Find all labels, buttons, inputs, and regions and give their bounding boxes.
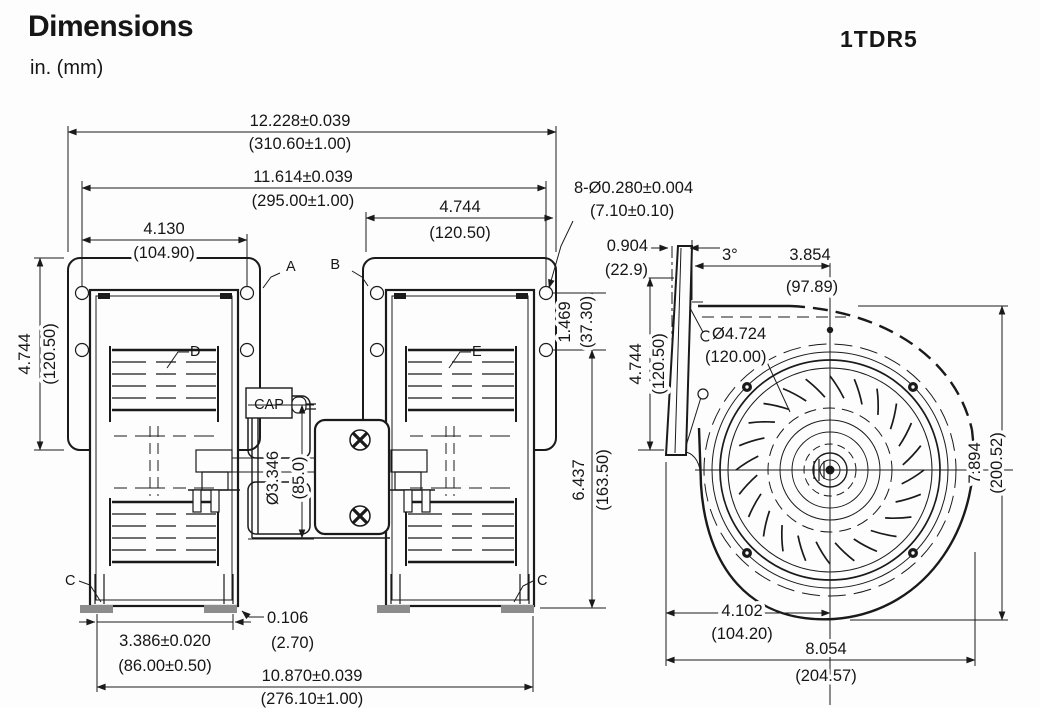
dim-center-from-left-mm: (104.20) bbox=[711, 625, 772, 643]
blower-housing-left bbox=[88, 288, 240, 608]
side-flange bbox=[664, 245, 712, 456]
side-dimension-texts: 0.904 (22.9) 3° 3.854 (97.89) Ø4.724 (12… bbox=[601, 234, 1009, 689]
motor-assembly: CAP bbox=[188, 387, 435, 539]
dim-foot-thickness-in: 0.106 bbox=[267, 609, 308, 627]
dim-overall-height-mm: (200.52) bbox=[988, 432, 1006, 493]
mounting-feet bbox=[80, 574, 534, 613]
callout-c-right: C bbox=[537, 573, 547, 589]
dim-overall-width-mm: (310.60±1.00) bbox=[249, 135, 352, 153]
dim-side-overall-width-mm: (204.57) bbox=[795, 667, 856, 685]
dim-inlet-diameter-mm: (120.00) bbox=[705, 348, 766, 366]
callout-a: A bbox=[286, 259, 296, 275]
dim-left-hole-width-in: 4.130 bbox=[143, 220, 184, 238]
page-title: Dimensions bbox=[28, 10, 194, 43]
dim-flange-angle: 3° bbox=[722, 246, 738, 264]
dim-flange-height-mm: (120.50) bbox=[41, 323, 59, 384]
dim-mounting-holes-mm: (7.10±0.10) bbox=[590, 202, 674, 220]
scroll-housing bbox=[685, 304, 975, 621]
inlet-ring-screws bbox=[742, 382, 918, 558]
screw-top bbox=[349, 429, 371, 451]
dim-foot-width-in: 3.386±0.020 bbox=[119, 632, 211, 650]
front-view: CAP bbox=[13, 109, 697, 708]
mounting-hole-circles bbox=[74, 285, 554, 358]
dim-foot-span-in: 10.870±0.039 bbox=[262, 667, 363, 685]
dim-side-overall-width-in: 8.054 bbox=[805, 640, 846, 658]
foot-thickness-leader bbox=[241, 610, 264, 620]
blower-housing-right bbox=[384, 288, 536, 608]
front-dimension-texts: 12.228±0.039 (310.60±1.00) 11.614±0.039 … bbox=[13, 109, 697, 708]
shaft-spline-marks bbox=[813, 459, 825, 481]
dim-hole-span-in: 11.614±0.039 bbox=[253, 168, 353, 186]
inlet-and-wheel bbox=[703, 343, 957, 597]
dim-center-from-flange-in: 3.854 bbox=[789, 246, 830, 264]
shaft-hub-left bbox=[188, 449, 240, 513]
screw-bottom bbox=[349, 505, 371, 527]
units-note: in. (mm) bbox=[30, 57, 104, 79]
dim-side-flange-height-in: 4.744 bbox=[627, 343, 645, 384]
side-view: 0.904 (22.9) 3° 3.854 (97.89) Ø4.724 (12… bbox=[601, 234, 1013, 705]
dim-mounting-holes-in: 8-Ø0.280±0.004 bbox=[574, 179, 693, 197]
centerlines bbox=[695, 252, 1013, 705]
side-dimension-lines bbox=[646, 244, 1006, 664]
shaft-hub-right bbox=[383, 449, 435, 513]
dim-side-flange-height-mm: (120.50) bbox=[650, 333, 668, 394]
hole-callout-leader bbox=[548, 220, 574, 289]
front-callouts: A B C C D E bbox=[65, 257, 547, 603]
dim-body-height-mm: (163.50) bbox=[594, 449, 612, 510]
callout-b: B bbox=[330, 257, 340, 273]
model-number: 1TDR5 bbox=[840, 26, 918, 52]
dim-center-from-flange-mm: (97.89) bbox=[786, 278, 838, 296]
callout-c-left: C bbox=[65, 573, 75, 589]
dim-foot-thickness-mm: (2.70) bbox=[271, 634, 314, 652]
dim-motor-diameter-mm: (85.0) bbox=[290, 456, 308, 499]
blower-wheel-left bbox=[109, 346, 219, 566]
dim-flange-height-in: 4.744 bbox=[16, 333, 34, 374]
dim-overall-height-in: 7.894 bbox=[966, 442, 984, 483]
dim-flange-offset-mm: (22.9) bbox=[605, 261, 648, 279]
dim-inlet-diameter-in: Ø4.724 bbox=[712, 325, 766, 343]
side-extension-lines bbox=[638, 240, 1008, 666]
dim-body-height-in: 6.437 bbox=[570, 459, 588, 500]
dim-right-flange-width-in: 4.744 bbox=[439, 198, 480, 216]
dim-overall-width-in: 12.228±0.039 bbox=[250, 112, 351, 130]
dim-motor-diameter-in: Ø3.346 bbox=[264, 451, 282, 505]
dim-right-flange-width-mm: (120.50) bbox=[429, 224, 490, 242]
dim-flange-offset-in: 0.904 bbox=[607, 237, 648, 255]
dim-hole-span-mm: (295.00±1.00) bbox=[252, 192, 355, 210]
dim-hole-row-spacing-in: 1.469 bbox=[556, 301, 574, 342]
dim-foot-span-mm: (276.10±1.00) bbox=[261, 690, 364, 708]
dim-left-hole-width-mm: (104.90) bbox=[133, 244, 194, 262]
dim-center-from-left-in: 4.102 bbox=[721, 602, 762, 620]
front-dimension-lines bbox=[36, 128, 596, 691]
motor-body bbox=[313, 418, 391, 536]
dim-foot-width-mm: (86.00±0.50) bbox=[118, 657, 211, 675]
dim-hole-row-spacing-mm: (37.30) bbox=[578, 296, 596, 348]
callout-d: D bbox=[190, 344, 200, 360]
blower-wheel-right bbox=[405, 346, 517, 566]
callout-e: E bbox=[472, 344, 482, 360]
inlet-diameter-leader bbox=[765, 359, 791, 413]
impeller-blades bbox=[735, 375, 925, 565]
